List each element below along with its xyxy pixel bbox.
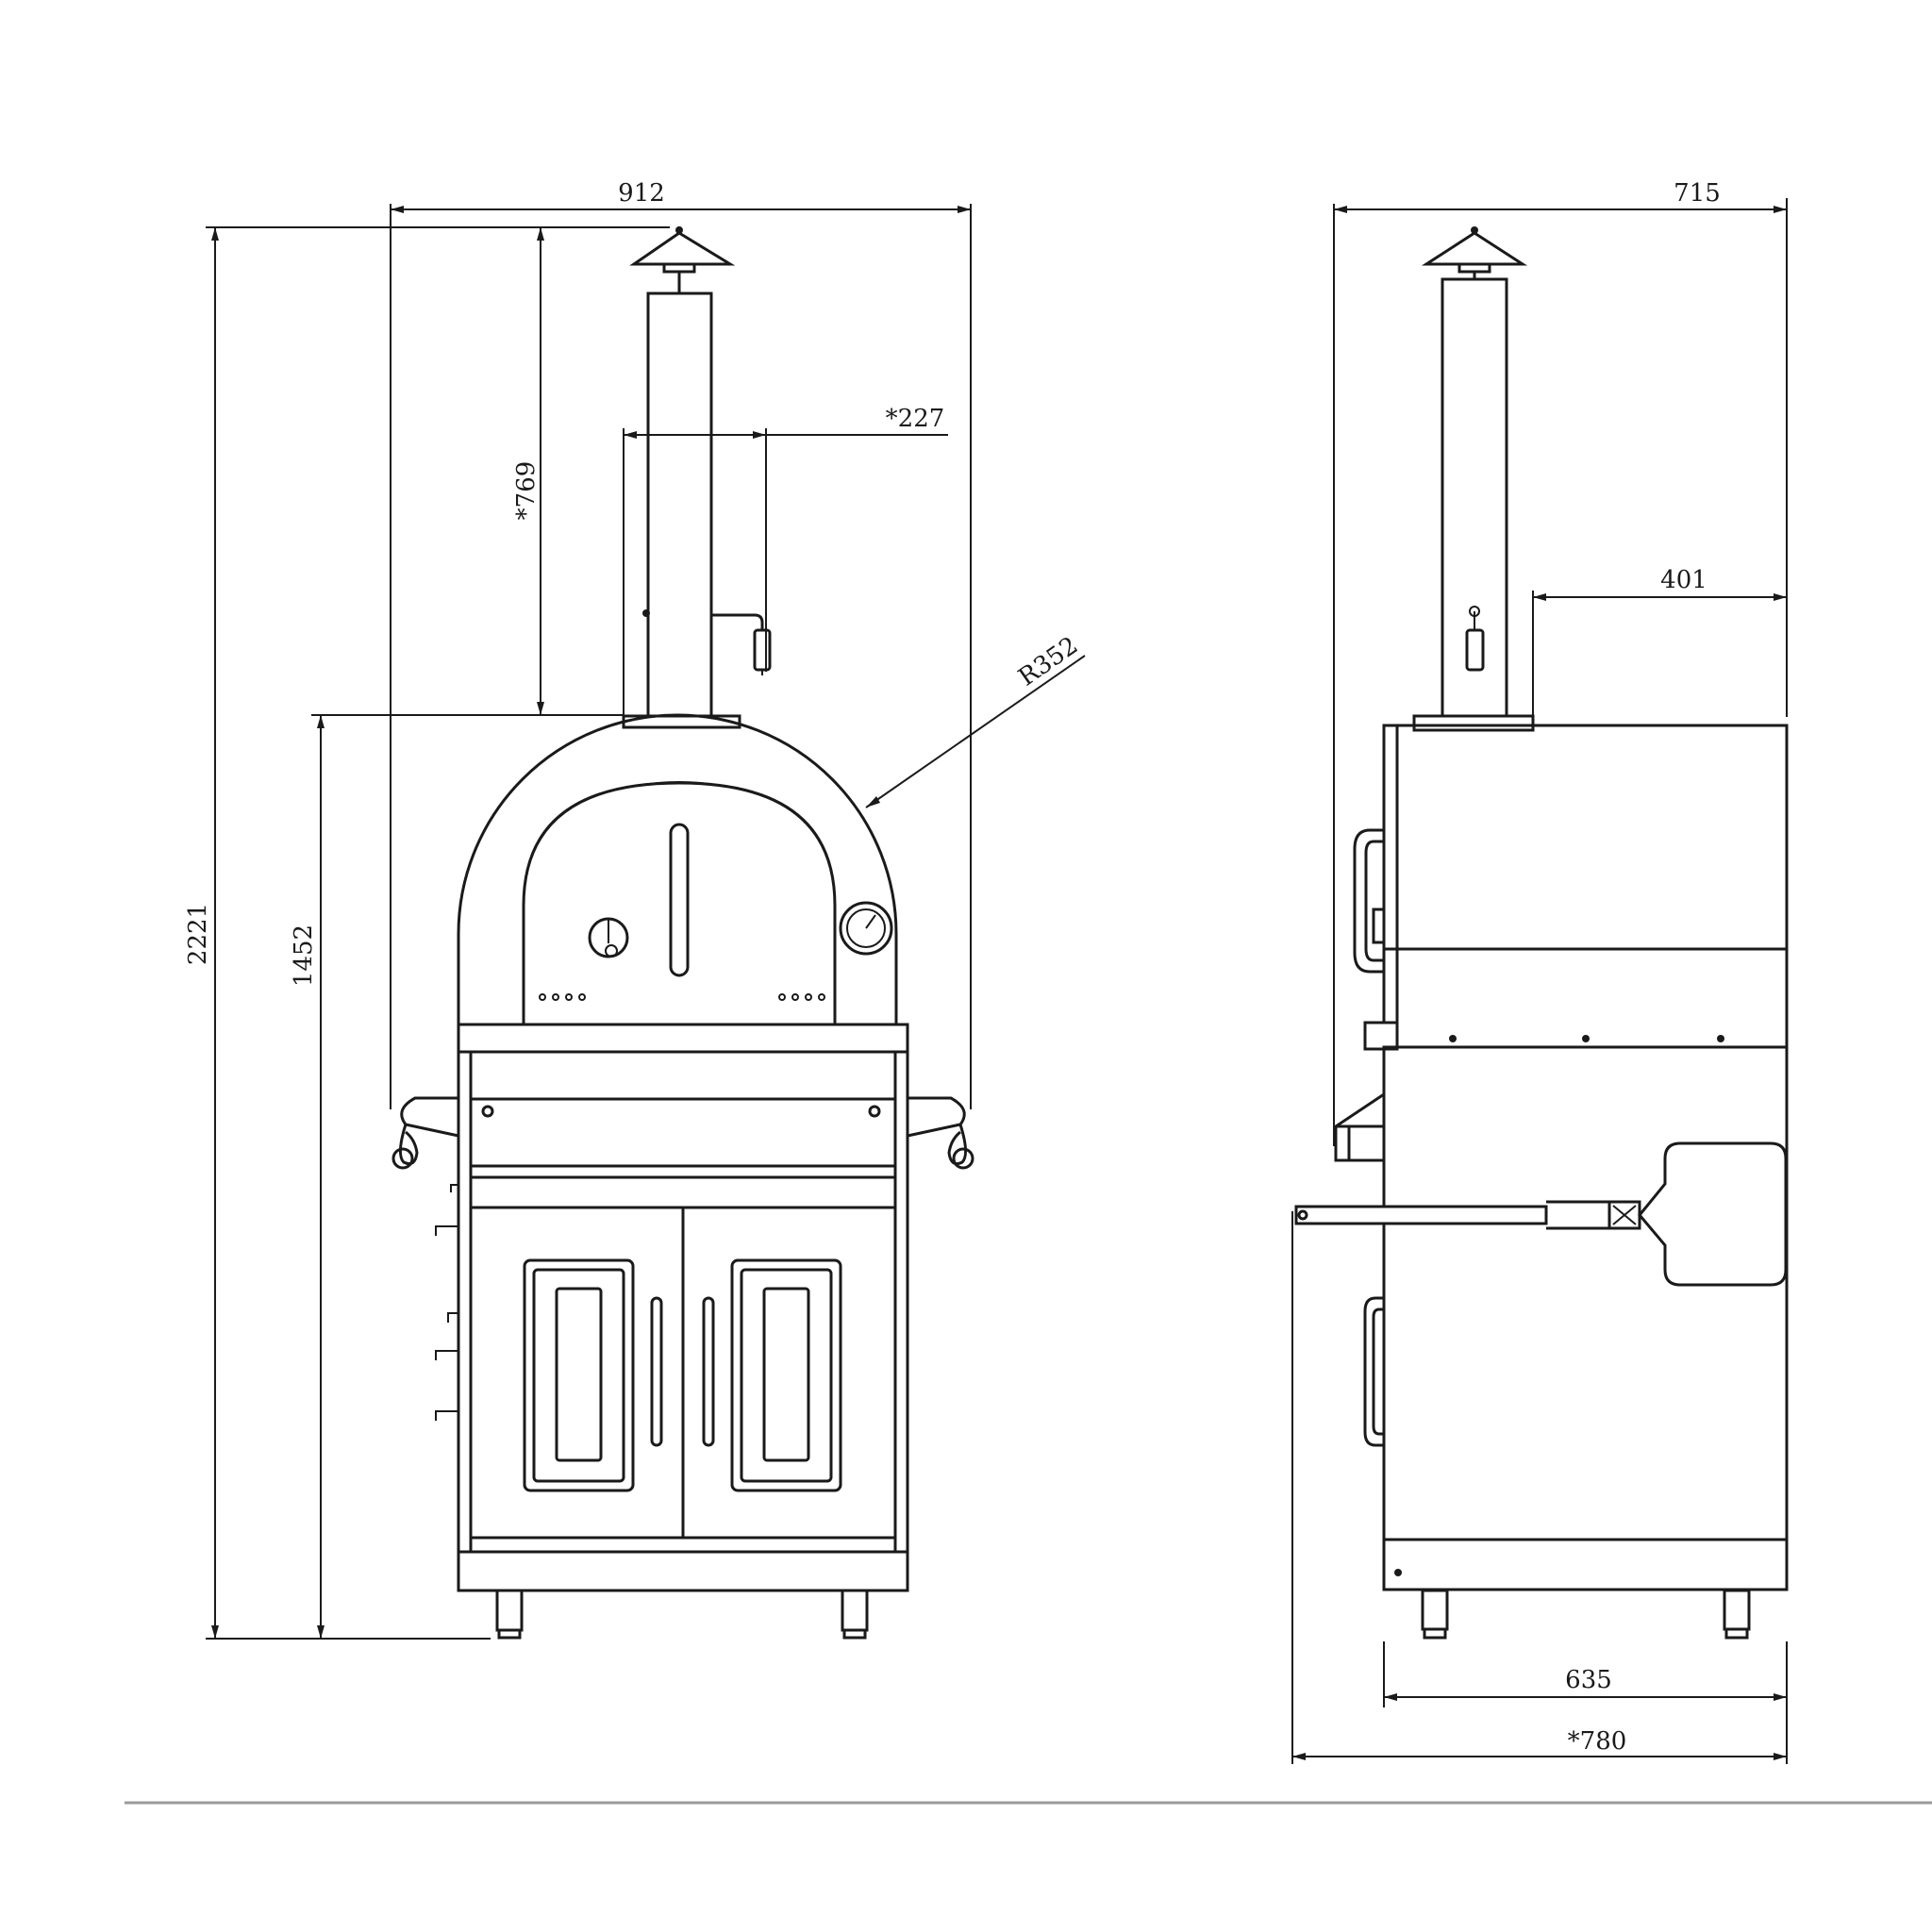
side-legs xyxy=(1421,1589,1751,1640)
side-door-handle xyxy=(1353,828,1386,974)
chimney-offset-label: *227 xyxy=(886,405,945,433)
dome-radius-label: R352 xyxy=(1013,631,1083,691)
countertop xyxy=(457,1023,909,1054)
left-cabinet-door xyxy=(523,1258,663,1492)
right-cabinet-door xyxy=(702,1258,842,1492)
thermometer-icon xyxy=(839,901,893,956)
front-view: 912 2221 1452 *769 xyxy=(184,179,1086,1640)
side-hooks xyxy=(435,1184,458,1421)
side-handle-left xyxy=(391,1096,459,1170)
side-countertop-edge xyxy=(1363,1021,1399,1051)
side-view: 715 401 635 *780 xyxy=(1291,179,1789,1764)
side-cabinet-handle xyxy=(1363,1296,1384,1447)
chimney-cap xyxy=(629,226,736,294)
base-to-top-label: 1452 xyxy=(290,924,318,987)
dimension-dome-radius: R352 xyxy=(865,631,1086,808)
overall-width-label: 912 xyxy=(618,179,665,208)
dimension-base-to-top: 1452 xyxy=(290,714,625,1639)
dimension-base-depth: 635 xyxy=(1383,1641,1788,1764)
dimension-overall-depth: 715 xyxy=(1333,179,1788,1146)
side-chimney-cap xyxy=(1421,226,1528,279)
dimension-overall-height: 2221 xyxy=(184,226,670,1640)
chimney-depth-label: 401 xyxy=(1660,566,1707,594)
overall-height-label: 2221 xyxy=(184,903,212,965)
dimension-overall-width: 912 xyxy=(390,179,972,1109)
dimension-chimney-depth: 401 xyxy=(1532,566,1787,716)
side-handle-right xyxy=(907,1096,974,1170)
chimney-pipe xyxy=(622,291,741,729)
oven-dome xyxy=(457,713,898,1024)
side-oven-body xyxy=(1382,724,1789,1049)
dimension-chimney-offset: *227 xyxy=(623,405,948,715)
total-depth-label: *780 xyxy=(1568,1727,1627,1756)
vent-knob xyxy=(588,917,629,958)
dimension-total-depth: *780 xyxy=(1291,1211,1787,1764)
chimney-height-label: *769 xyxy=(512,461,541,521)
dimension-chimney-height: *769 xyxy=(512,227,544,715)
side-cabinet xyxy=(1382,1045,1789,1591)
side-handle-bracket xyxy=(1334,1092,1385,1162)
overall-depth-label: 715 xyxy=(1674,179,1721,208)
legs xyxy=(495,1589,869,1640)
base-depth-label: 635 xyxy=(1565,1666,1612,1694)
cabinet xyxy=(457,1050,909,1592)
damper-handle xyxy=(711,613,772,675)
side-chimney-pipe xyxy=(1412,277,1535,732)
pizza-peel-icon xyxy=(1294,1141,1788,1287)
